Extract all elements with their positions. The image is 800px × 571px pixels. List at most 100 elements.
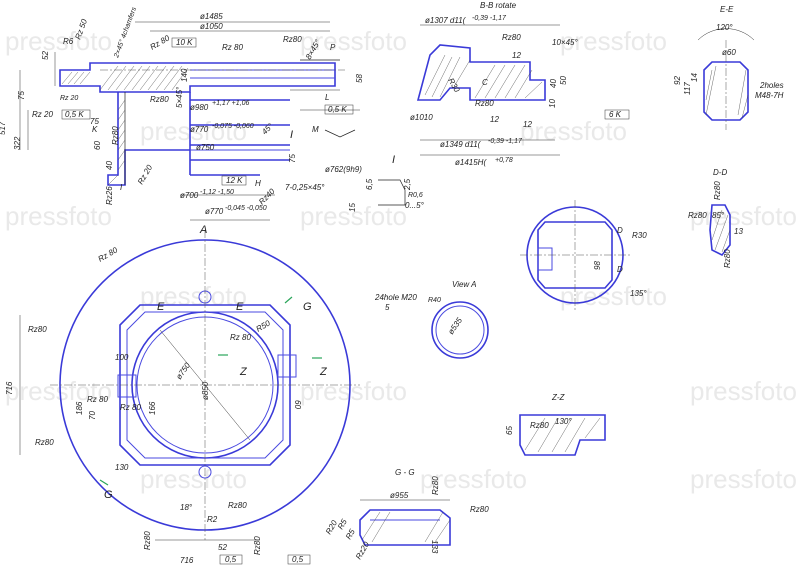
dim-label: 5	[385, 303, 390, 312]
roughness-label: Rz80	[228, 501, 247, 510]
tolerance-frame: 0,5	[225, 555, 237, 564]
dim-label: ø850	[201, 381, 210, 400]
tolerance-frame: 0,5 K	[328, 105, 347, 114]
dim-label: 75	[288, 154, 297, 163]
watermark: pressfoto	[140, 464, 247, 494]
label-m: M	[312, 125, 319, 134]
tolerance-frame: 0,5 K	[65, 110, 84, 119]
detail-i: ø762(9h9) I 6,5 2,5 R0,6 15 0...5°	[325, 154, 425, 212]
dim-label: 2,5	[403, 178, 412, 191]
view-title: View A	[452, 280, 476, 289]
watermark-layer: pressfoto pressfoto pressfoto pressfoto …	[5, 26, 797, 494]
label-g: G	[303, 301, 312, 313]
roughness-label: Rz80	[688, 211, 707, 220]
radius-label: R50	[255, 318, 273, 333]
roughness-label: Rz80	[283, 35, 302, 44]
angle-label: 45°	[260, 121, 275, 136]
label-z: Z	[239, 366, 248, 378]
label-g: G	[104, 489, 113, 501]
dim-label: 14	[690, 73, 699, 82]
dim-label: 117	[683, 82, 692, 95]
chamfer-label: 10×45°	[552, 38, 578, 47]
dim-label: ø1485	[200, 12, 223, 21]
watermark: pressfoto	[520, 116, 627, 146]
section-zz: Z-Z Rz80 130° 65	[505, 393, 606, 456]
label-i-small: I	[120, 183, 123, 192]
roughness-label: Rz 80	[222, 43, 243, 52]
roughness-label: Rz 80	[149, 33, 172, 52]
dim-label: 60	[293, 400, 302, 409]
tolerance-label: +0,78	[495, 157, 513, 164]
roughness-label: Rz 80	[230, 333, 251, 342]
angle-label: 18°	[180, 503, 193, 512]
watermark: pressfoto	[560, 281, 667, 311]
watermark: pressfoto	[300, 376, 407, 406]
roughness-label: Rz 20	[136, 163, 155, 186]
roughness-label: Rz80	[470, 505, 489, 514]
dim-label: 517	[0, 121, 7, 135]
watermark: pressfoto	[690, 376, 797, 406]
dim-label: 75	[90, 117, 99, 126]
dim-label: 50	[559, 76, 568, 85]
dim-label: 60	[93, 141, 102, 150]
dim-label: 13	[734, 227, 743, 236]
dim-label: ø955	[390, 491, 409, 500]
dim-label: 52	[218, 543, 227, 552]
note-label: 2holes	[759, 81, 784, 90]
label-z: Z	[319, 366, 328, 378]
angle-label: 130°	[555, 417, 572, 426]
dim-label: 75	[17, 91, 26, 100]
label-d: D	[617, 265, 623, 274]
angle-label: 0...5°	[405, 201, 425, 210]
tolerance-label: -0,045 -0,050	[225, 205, 267, 212]
section-title: D-D	[713, 168, 727, 177]
watermark: pressfoto	[420, 464, 527, 494]
watermark: pressfoto	[5, 376, 112, 406]
roughness-label: Rz 80	[97, 245, 120, 264]
angle-label: 85°	[712, 211, 725, 220]
dim-label: 6,5	[365, 178, 374, 190]
dim-label: 140	[180, 68, 189, 82]
watermark: pressfoto	[300, 201, 407, 231]
watermark: pressfoto	[140, 116, 247, 146]
tolerance-label: +1,17 +1,06	[212, 100, 249, 107]
section-dd: D-D Rz80 Rz80 85° 13 Rz80	[688, 168, 743, 268]
dim-label: ø700	[180, 191, 199, 200]
chamfer-label: 7-0,25×45°	[285, 183, 325, 192]
dim-label: ø60	[722, 48, 736, 57]
ring-view-right: D D R30 98 135°	[520, 200, 647, 310]
radius-label: R30	[446, 77, 461, 95]
section-title: B-B rotate	[480, 1, 517, 10]
chamfer-label: 2×45° 4chamfers	[112, 5, 138, 59]
roughness-label: Rz 20	[32, 110, 53, 119]
tolerance-label: -0,39 -1,17	[488, 138, 523, 145]
label-c: C	[482, 78, 488, 87]
chamfer-label: 5×45°	[175, 86, 184, 108]
label-i: I	[290, 129, 293, 141]
tolerance-label: -0,39 -1,17	[472, 15, 507, 22]
dim-label: 98	[593, 261, 602, 270]
label-p: P	[330, 43, 336, 52]
roughness-label: Rz80	[35, 438, 54, 447]
dim-label: 40	[549, 79, 558, 88]
roughness-label: Rz80	[253, 536, 262, 555]
dim-label: 100	[115, 353, 129, 362]
section-ee: E-E 120° ø60 117 92 14 2holes M48-7H	[673, 5, 784, 130]
dim-label: ø980	[190, 103, 209, 112]
dim-label: 70	[88, 411, 97, 420]
tolerance-frame: 0,5	[292, 555, 304, 564]
dim-label: 92	[673, 76, 682, 85]
radius-label: R5	[344, 527, 357, 541]
dim-label: 58	[355, 74, 364, 83]
label-a: A	[199, 224, 207, 236]
dim-label: ø1010	[410, 113, 433, 122]
watermark: pressfoto	[5, 26, 112, 56]
roughness-label: Rz 20	[60, 95, 78, 102]
tolerance-frame: 10 K	[176, 38, 193, 47]
dim-label: ø535	[446, 316, 464, 337]
radius-label: R2	[207, 515, 218, 524]
note-label: M48-7H	[755, 91, 784, 100]
label-h: H	[255, 179, 261, 188]
dim-label: 12	[523, 120, 532, 129]
section-title: G - G	[395, 468, 415, 477]
